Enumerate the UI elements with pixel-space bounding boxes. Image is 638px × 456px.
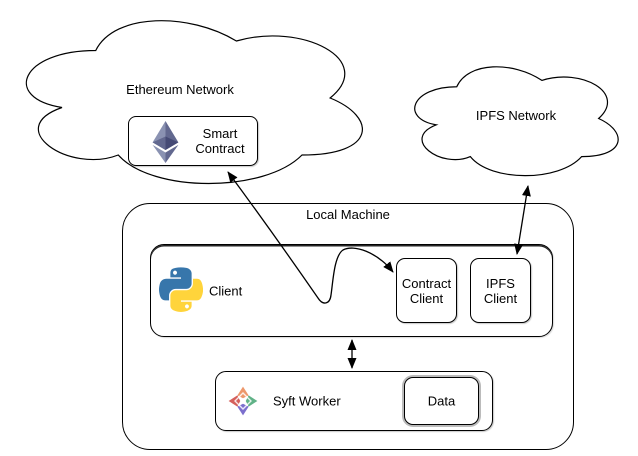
ethereum-network-label: Ethereum Network	[126, 82, 234, 97]
ipfs-cloud	[400, 55, 627, 182]
smart-contract-box: Smart Contract	[128, 116, 258, 166]
data-label: Data	[427, 393, 456, 409]
ipfs-client-box: IPFS Client	[470, 258, 531, 323]
smart-contract-label: Smart Contract	[195, 126, 245, 156]
ethereum-icon	[152, 121, 179, 163]
ethereum-cloud	[2, 3, 377, 193]
contract-client-label: Contract Client	[401, 275, 452, 306]
python-icon	[159, 267, 203, 312]
local-machine-label: Local Machine	[306, 207, 390, 222]
client-label: Client	[209, 283, 243, 298]
syft-worker-label: Syft Worker	[273, 393, 341, 409]
syft-icon	[228, 386, 258, 416]
ipfs-client-label: IPFS Client	[483, 275, 518, 306]
data-box: Data	[404, 377, 479, 425]
ipfs-network-label: IPFS Network	[475, 108, 557, 123]
contract-client-box: Contract Client	[396, 258, 457, 323]
